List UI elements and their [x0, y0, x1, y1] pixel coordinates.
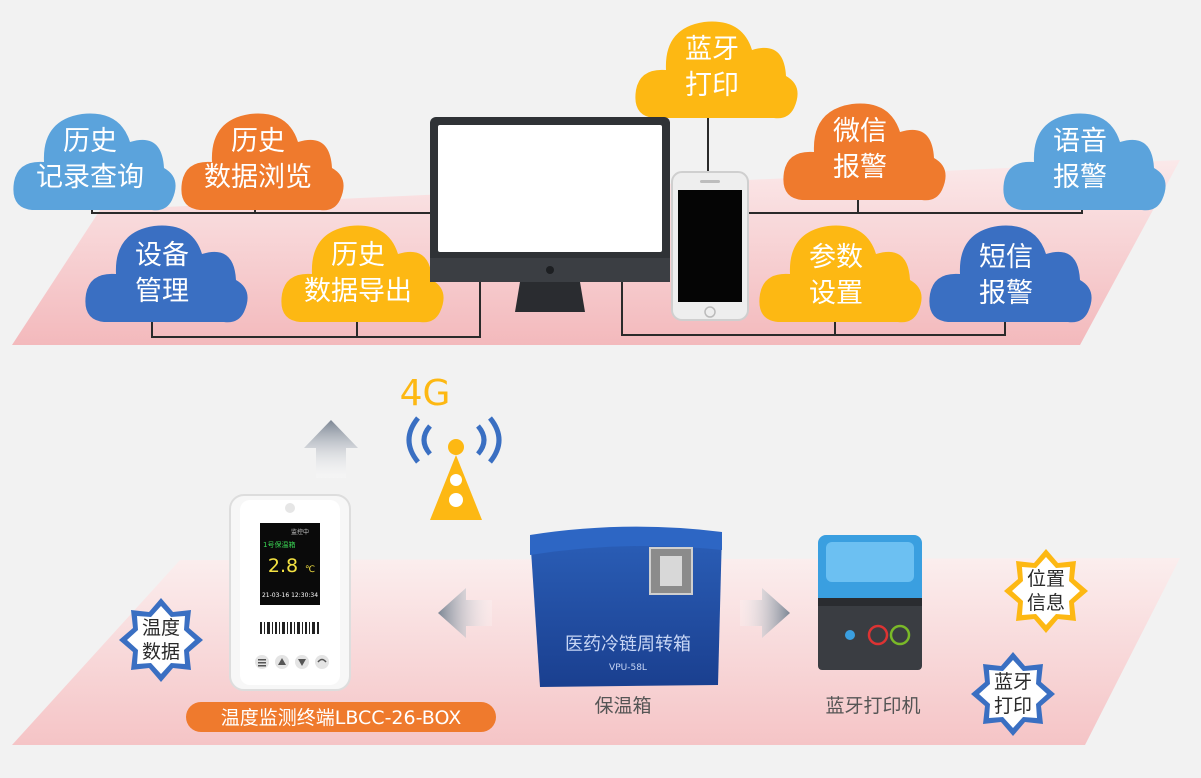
cooler-label: 保温箱 — [594, 695, 651, 717]
4g-label: 4G — [400, 373, 451, 414]
cloud-bt-print: 蓝牙 打印 — [635, 21, 798, 119]
cloud-label: 历史 — [63, 126, 117, 157]
badge-temp-data: 温度 数据 — [119, 598, 203, 682]
cloud-label: 参数 — [809, 242, 863, 273]
cloud-label: 记录查询 — [36, 162, 144, 193]
terminal-box-name: 1号保温箱 — [263, 540, 295, 549]
badge-location: 位置 信息 — [1004, 549, 1088, 633]
cloud-device-mgmt: 设备 管理 — [85, 225, 248, 323]
left-arrow-icon — [438, 588, 492, 638]
badge-label: 温度 — [142, 617, 180, 639]
badge-label: 打印 — [994, 695, 1032, 717]
cloud-label: 语音 — [1053, 126, 1107, 157]
cloud-label: 数据浏览 — [204, 162, 312, 193]
cloud-label: 微信 — [833, 116, 887, 147]
barcode-icon — [260, 622, 319, 634]
cloud-history-export: 历史 数据导出 — [281, 225, 444, 323]
cloud-label: 蓝牙 — [685, 34, 739, 65]
cloud-label: 设备 — [135, 240, 189, 271]
cloud-label: 打印 — [685, 70, 739, 101]
bluetooth-printer-icon — [818, 535, 922, 670]
terminal-datetime: 21-03-16 12:30:34 — [262, 592, 318, 599]
cloud-label: 报警 — [833, 152, 887, 183]
terminal-name-label: 温度监测终端LBCC-26-BOX — [186, 702, 496, 732]
temperature-terminal: 监控中 1号保温箱 2.8 ℃ 21-03-16 12:30:34 — [229, 494, 351, 691]
printer-label: 蓝牙打印机 — [825, 695, 920, 717]
badge-bt-print: 蓝牙 打印 — [971, 652, 1055, 736]
terminal-label-text: 温度监测终端LBCC-26-BOX — [221, 707, 462, 729]
cloud-sms-alarm: 短信 报警 — [929, 225, 1092, 323]
terminal-buttons — [255, 655, 329, 669]
cloud-history-browse: 历史 数据浏览 — [181, 113, 344, 211]
cooler-model: VPU-58L — [609, 663, 647, 673]
cloud-label: 短信 — [979, 242, 1033, 273]
cloud-wechat-alarm: 微信 报警 — [783, 103, 946, 201]
cloud-label: 报警 — [1053, 162, 1107, 193]
upload-arrow-icon — [304, 420, 358, 478]
cloud-label: 历史 — [231, 126, 285, 157]
cloud-label: 设置 — [809, 278, 863, 309]
cloud-label: 数据导出 — [304, 276, 412, 307]
cloud-label: 管理 — [135, 276, 189, 307]
badge-label: 数据 — [142, 641, 180, 663]
cloud-label: 报警 — [979, 278, 1033, 309]
badge-label: 蓝牙 — [994, 671, 1032, 693]
signal-tower-icon: 4G — [400, 373, 502, 520]
badge-label: 信息 — [1027, 592, 1065, 614]
cloud-param-set: 参数 设置 — [759, 225, 922, 323]
cooler-print-text: 医药冷链周转箱 — [565, 634, 691, 655]
terminal-unit: ℃ — [305, 565, 315, 575]
right-arrow-icon — [740, 588, 790, 638]
terminal-temperature: 2.8 — [268, 555, 298, 577]
smartphone-icon — [671, 171, 749, 321]
desktop-monitor-icon — [430, 117, 670, 312]
terminal-status: 监控中 — [291, 528, 309, 536]
cloud-voice-alarm: 语音 报警 — [1003, 113, 1166, 211]
cloud-history-query: 历史 记录查询 — [13, 113, 176, 211]
cloud-label: 历史 — [331, 240, 385, 271]
badge-label: 位置 — [1027, 568, 1065, 590]
cooler-bag-icon: 医药冷链周转箱 VPU-58L — [530, 526, 722, 687]
